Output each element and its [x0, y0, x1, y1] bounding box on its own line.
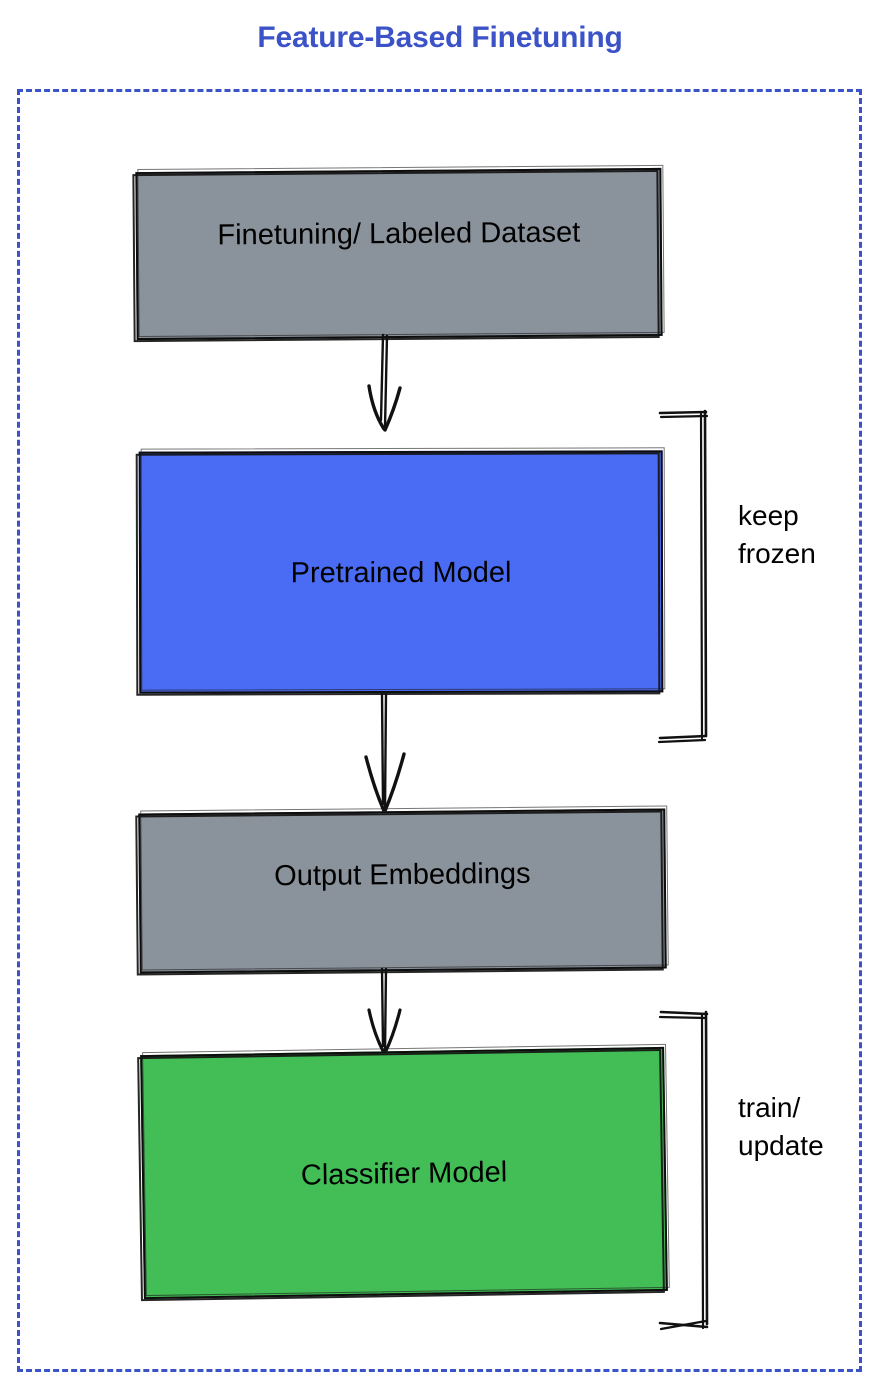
- node-dataset-label: Finetuning/ Labeled Dataset: [217, 216, 581, 252]
- node-classifier-model[interactable]: Classifier Model: [137, 1043, 670, 1302]
- page-title: Feature-Based Finetuning: [257, 21, 623, 54]
- bracket-keep-frozen: [657, 409, 709, 744]
- arrow-pretrained-to-embeddings: [364, 691, 406, 813]
- annotation-train-update-label: train/ update: [738, 1092, 824, 1161]
- node-dataset[interactable]: Finetuning/ Labeled Dataset: [132, 164, 665, 343]
- node-pretrained-label: Pretrained Model: [290, 556, 512, 590]
- node-embeddings-label: Output Embeddings: [274, 857, 531, 893]
- annotation-keep-frozen-label: keep frozen: [738, 500, 816, 569]
- arrow-dataset-to-pretrained: [367, 333, 402, 432]
- node-dataset-fill: [135, 167, 663, 341]
- node-pretrained-model[interactable]: Pretrained Model: [135, 447, 666, 696]
- bracket-train-update: [658, 1010, 709, 1331]
- arrow-embeddings-to-classifier: [367, 967, 402, 1055]
- node-output-embeddings[interactable]: Output Embeddings: [135, 805, 669, 976]
- dashed-container: [17, 89, 862, 1372]
